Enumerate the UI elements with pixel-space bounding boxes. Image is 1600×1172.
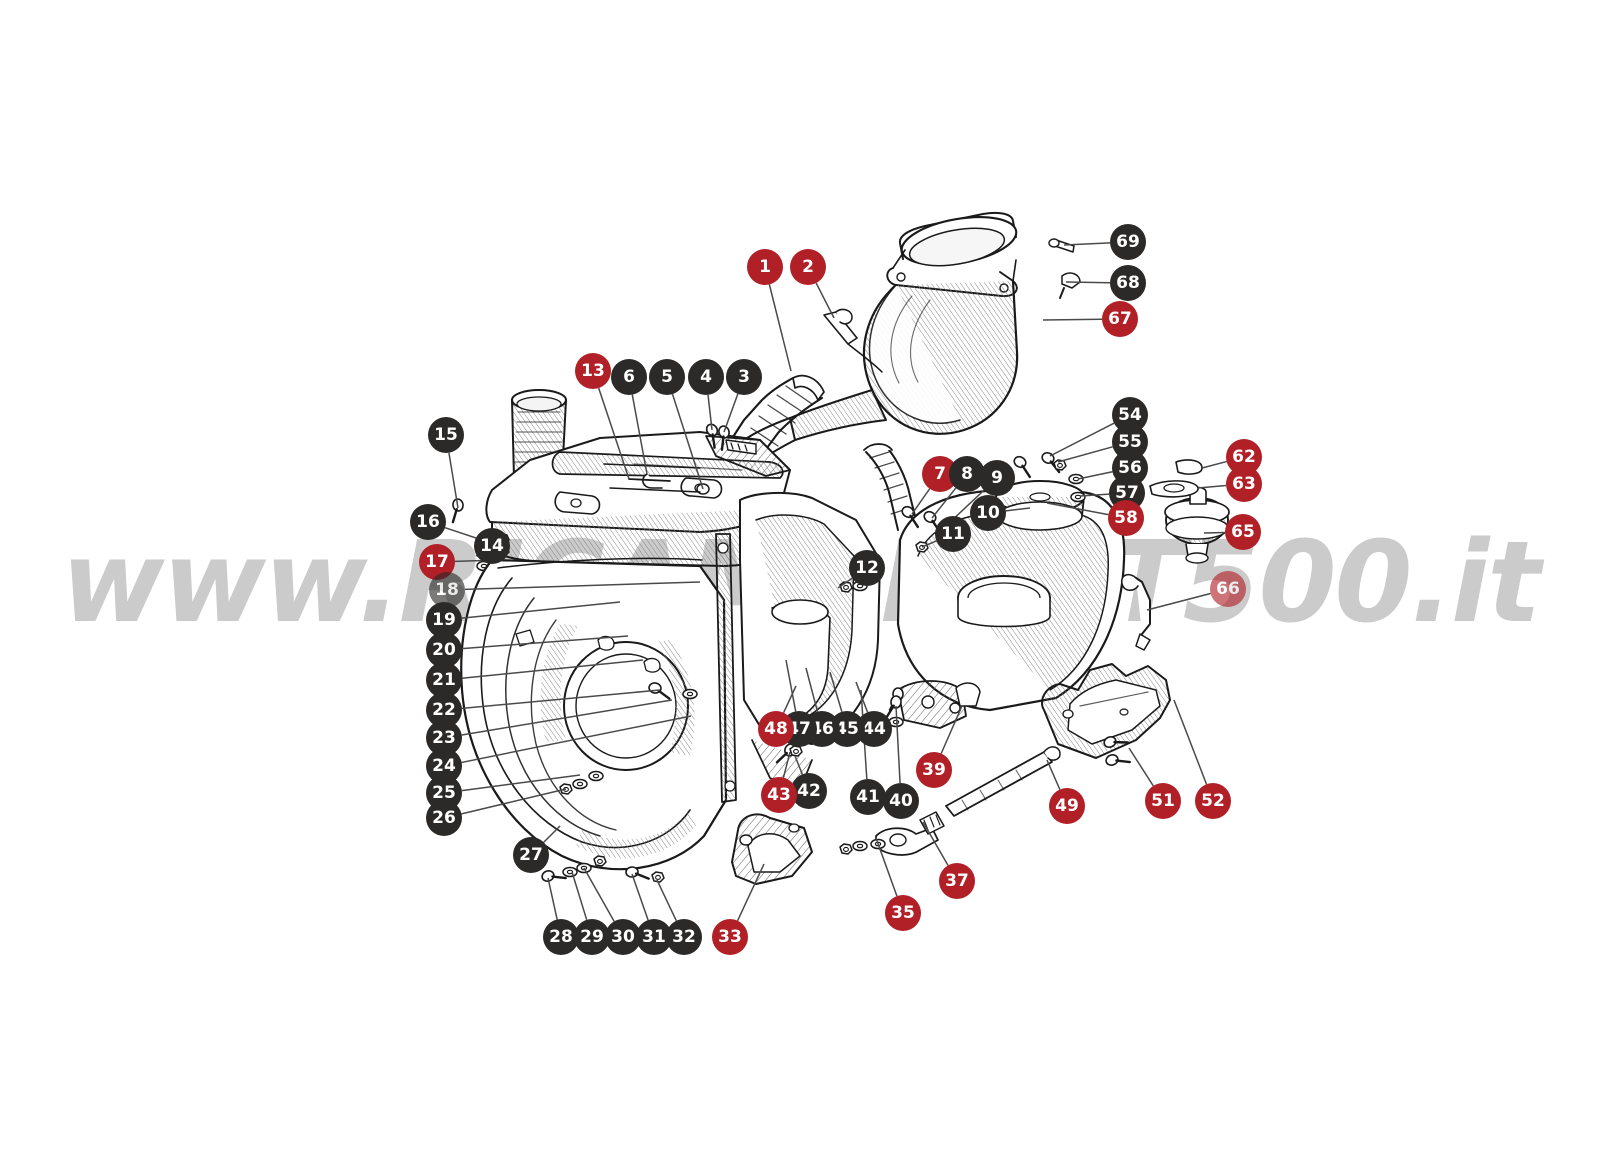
leader-line-31: [631, 873, 649, 921]
leader-line-51: [1128, 747, 1154, 787]
callout-68[interactable]: 68: [1110, 265, 1146, 301]
callout-41[interactable]: 41: [850, 779, 886, 815]
callout-48[interactable]: 48: [758, 711, 794, 747]
leader-line-3: [723, 393, 739, 433]
leader-line-21: [461, 659, 644, 679]
leader-line-63: [1197, 484, 1227, 489]
leader-line-40: [895, 705, 901, 784]
callout-49[interactable]: 49: [1049, 788, 1085, 824]
leader-line-10: [1005, 507, 1031, 512]
callout-27[interactable]: 27: [513, 837, 549, 873]
callout-18[interactable]: 18: [429, 572, 465, 608]
leader-line-52: [1173, 699, 1208, 785]
callout-52[interactable]: 52: [1195, 783, 1231, 819]
leader-line-27: [543, 825, 561, 843]
leader-line-44: [855, 681, 869, 713]
leader-line-2: [815, 282, 835, 319]
leader-line-43: [782, 751, 791, 778]
leader-line-6: [631, 394, 648, 475]
callout-54[interactable]: 54: [1112, 397, 1148, 433]
leader-line-13: [597, 387, 630, 480]
leader-line-46: [805, 667, 819, 712]
callout-28[interactable]: 28: [543, 919, 579, 955]
leader-line-49: [1046, 759, 1061, 790]
callout-2[interactable]: 2: [790, 249, 826, 285]
callout-29[interactable]: 29: [574, 919, 610, 955]
leader-line-23: [461, 699, 673, 736]
callout-11[interactable]: 11: [935, 516, 971, 552]
callout-33[interactable]: 33: [712, 919, 748, 955]
callout-5[interactable]: 5: [649, 359, 685, 395]
callout-1[interactable]: 1: [747, 249, 783, 285]
leader-line-39: [940, 705, 963, 754]
leader-line-25: [461, 774, 581, 792]
callout-16[interactable]: 16: [410, 504, 446, 540]
leader-line-33: [736, 863, 765, 921]
callout-6[interactable]: 6: [611, 359, 647, 395]
callout-21[interactable]: 21: [426, 662, 462, 698]
callout-35[interactable]: 35: [885, 895, 921, 931]
callout-9[interactable]: 9: [979, 460, 1015, 496]
callout-4[interactable]: 4: [688, 359, 724, 395]
leader-line-1: [768, 284, 792, 372]
leader-line-68: [1065, 281, 1111, 284]
leader-line-24: [461, 715, 692, 764]
callout-63[interactable]: 63: [1226, 466, 1262, 502]
leader-line-7: [911, 488, 931, 515]
leader-line-32: [656, 879, 677, 922]
leader-line-37: [922, 821, 949, 866]
callout-58[interactable]: 58: [1108, 500, 1144, 536]
leader-line-55: [1057, 446, 1113, 463]
callout-69[interactable]: 69: [1110, 224, 1146, 260]
leader-line-54: [1049, 422, 1115, 457]
callout-43[interactable]: 43: [761, 777, 797, 813]
leader-line-58: [1046, 502, 1109, 516]
callout-67[interactable]: 67: [1102, 301, 1138, 337]
leader-line-45: [829, 671, 843, 712]
callout-14[interactable]: 14: [474, 528, 510, 564]
leader-line-48: [782, 685, 797, 713]
leader-line-4: [707, 394, 713, 431]
leader-line-62: [1201, 460, 1227, 469]
leader-line-30: [583, 867, 615, 922]
leader-line-35: [875, 837, 898, 897]
callout-26[interactable]: 26: [426, 800, 462, 836]
leader-line-8: [931, 487, 957, 519]
callout-32[interactable]: 32: [666, 919, 702, 955]
callout-40[interactable]: 40: [883, 783, 919, 819]
leader-line-5: [671, 393, 704, 490]
leader-line-56: [1077, 470, 1113, 480]
leader-line-22: [461, 689, 661, 710]
site-watermark: www.RICAMBIFIAT500.it: [61, 518, 1541, 648]
leader-line-47: [785, 659, 797, 712]
callout-12[interactable]: 12: [849, 550, 885, 586]
leader-line-15: [448, 452, 459, 509]
leader-line-29: [571, 871, 588, 921]
leader-line-67: [1042, 318, 1103, 321]
callout-37[interactable]: 37: [939, 863, 975, 899]
leader-line-28: [547, 877, 558, 920]
leader-line-42: [794, 755, 804, 775]
callout-30[interactable]: 30: [605, 919, 641, 955]
callout-65[interactable]: 65: [1225, 514, 1261, 550]
leader-line-69: [1063, 242, 1111, 246]
callout-15[interactable]: 15: [428, 417, 464, 453]
callout-66[interactable]: 66: [1210, 571, 1246, 607]
callout-3[interactable]: 3: [726, 359, 762, 395]
callout-23[interactable]: 23: [426, 720, 462, 756]
leader-line-57: [1079, 493, 1110, 497]
callout-10[interactable]: 10: [970, 495, 1006, 531]
callout-13[interactable]: 13: [575, 353, 611, 389]
leader-line-26: [461, 788, 567, 815]
callout-51[interactable]: 51: [1145, 783, 1181, 819]
callout-39[interactable]: 39: [916, 752, 952, 788]
